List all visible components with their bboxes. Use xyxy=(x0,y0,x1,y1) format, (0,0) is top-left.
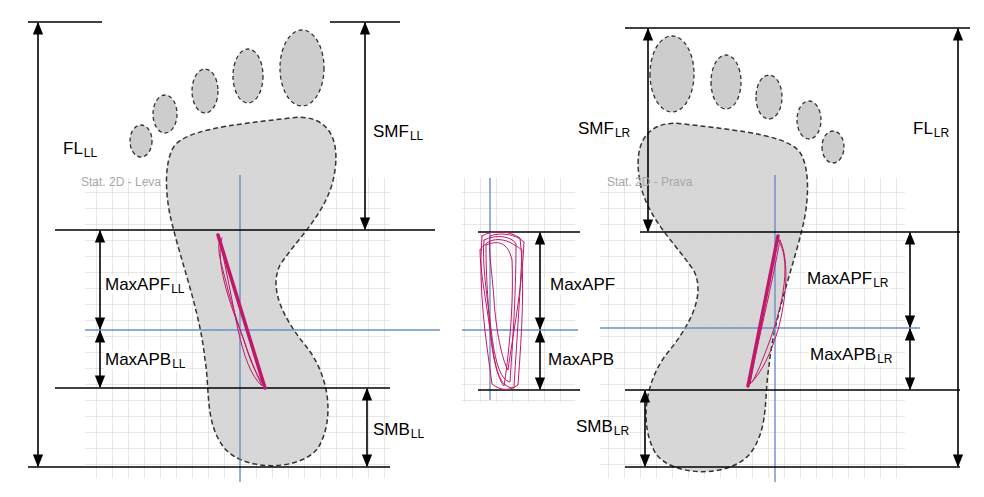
dimension-label: FL xyxy=(62,140,84,158)
dimension-label: SMB xyxy=(575,418,614,436)
dimension-label: SMB xyxy=(372,421,411,439)
subscript-label: LR xyxy=(872,277,889,290)
subscript-label: LL xyxy=(170,283,185,296)
dimension-label: MaxAPB xyxy=(809,346,877,364)
subscript-label: LR xyxy=(876,353,893,366)
subscript-label: LL xyxy=(83,147,98,160)
subscript-label: LL xyxy=(410,428,425,441)
dimension-label: MaxAPB xyxy=(104,351,172,369)
dimension-label: MaxAPB xyxy=(547,351,615,369)
subscript-label: LL xyxy=(171,358,186,371)
dimension-label: Stat. 2D - Leva xyxy=(80,176,162,189)
dimension-label: MaxAPF xyxy=(104,276,171,294)
dimension-label: Stat. 2D - Prava xyxy=(606,176,693,189)
subscript-label: LR xyxy=(614,127,631,140)
dimension-label: MaxAPF xyxy=(806,270,873,288)
subscript-label: LL xyxy=(409,130,424,143)
dimension-label: SMF xyxy=(577,120,615,138)
dimension-label: SMF xyxy=(372,123,410,141)
subscript-label: LR xyxy=(933,127,950,140)
dimension-label: MaxAPF xyxy=(549,276,616,294)
subscript-label: LR xyxy=(613,425,630,438)
dimension-label: FL xyxy=(912,120,934,138)
